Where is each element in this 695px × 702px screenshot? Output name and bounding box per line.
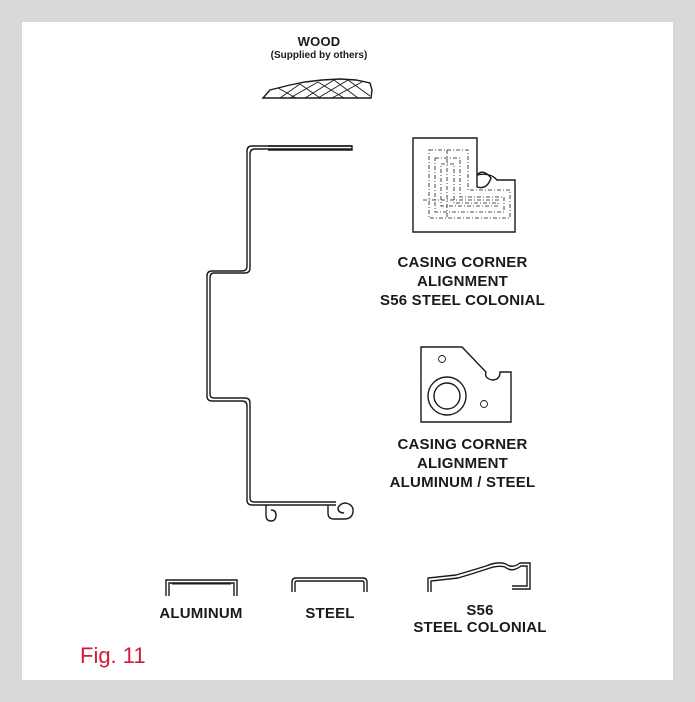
- wood-label: WOOD (Supplied by others): [249, 34, 389, 63]
- aluminum-channel-drawing: [165, 579, 238, 596]
- aluminum-label: ALUMINUM: [159, 605, 243, 622]
- wood-casing-profile: [261, 78, 373, 99]
- s56-line1: S56: [466, 602, 494, 619]
- corner-alum-line2: ALIGNMENT: [417, 454, 508, 472]
- wood-title: WOOD: [297, 34, 341, 49]
- corner-s56-line2: ALIGNMENT: [417, 272, 508, 290]
- figure-label: Fig. 11: [80, 643, 146, 668]
- corner-s56-line3: S56 STEEL COLONIAL: [379, 291, 546, 309]
- steel-label: STEEL: [305, 605, 355, 622]
- corner-alum-label: CASING CORNER ALIGNMENT ALUMINUM / STEEL: [370, 436, 555, 492]
- casing-long-profile: [206, 145, 354, 522]
- diagram-panel: [22, 22, 673, 680]
- corner-s56-label: CASING CORNER ALIGNMENT S56 STEEL COLONI…: [370, 254, 555, 310]
- corner-s56-line1: CASING CORNER: [397, 254, 528, 271]
- corner-alum-line3: ALUMINUM / STEEL: [389, 473, 536, 491]
- wood-subtitle: (Supplied by others): [270, 50, 368, 62]
- corner-aluminum-drawing: [420, 346, 512, 423]
- s56-label: S56 STEEL COLONIAL: [405, 602, 555, 636]
- steel-channel-drawing: [291, 577, 368, 592]
- s56-colonial-drawing: [427, 562, 531, 592]
- corner-alum-line1: CASING CORNER: [397, 436, 528, 453]
- corner-s56-drawing: [412, 137, 516, 233]
- s56-line2: STEEL COLONIAL: [413, 618, 547, 636]
